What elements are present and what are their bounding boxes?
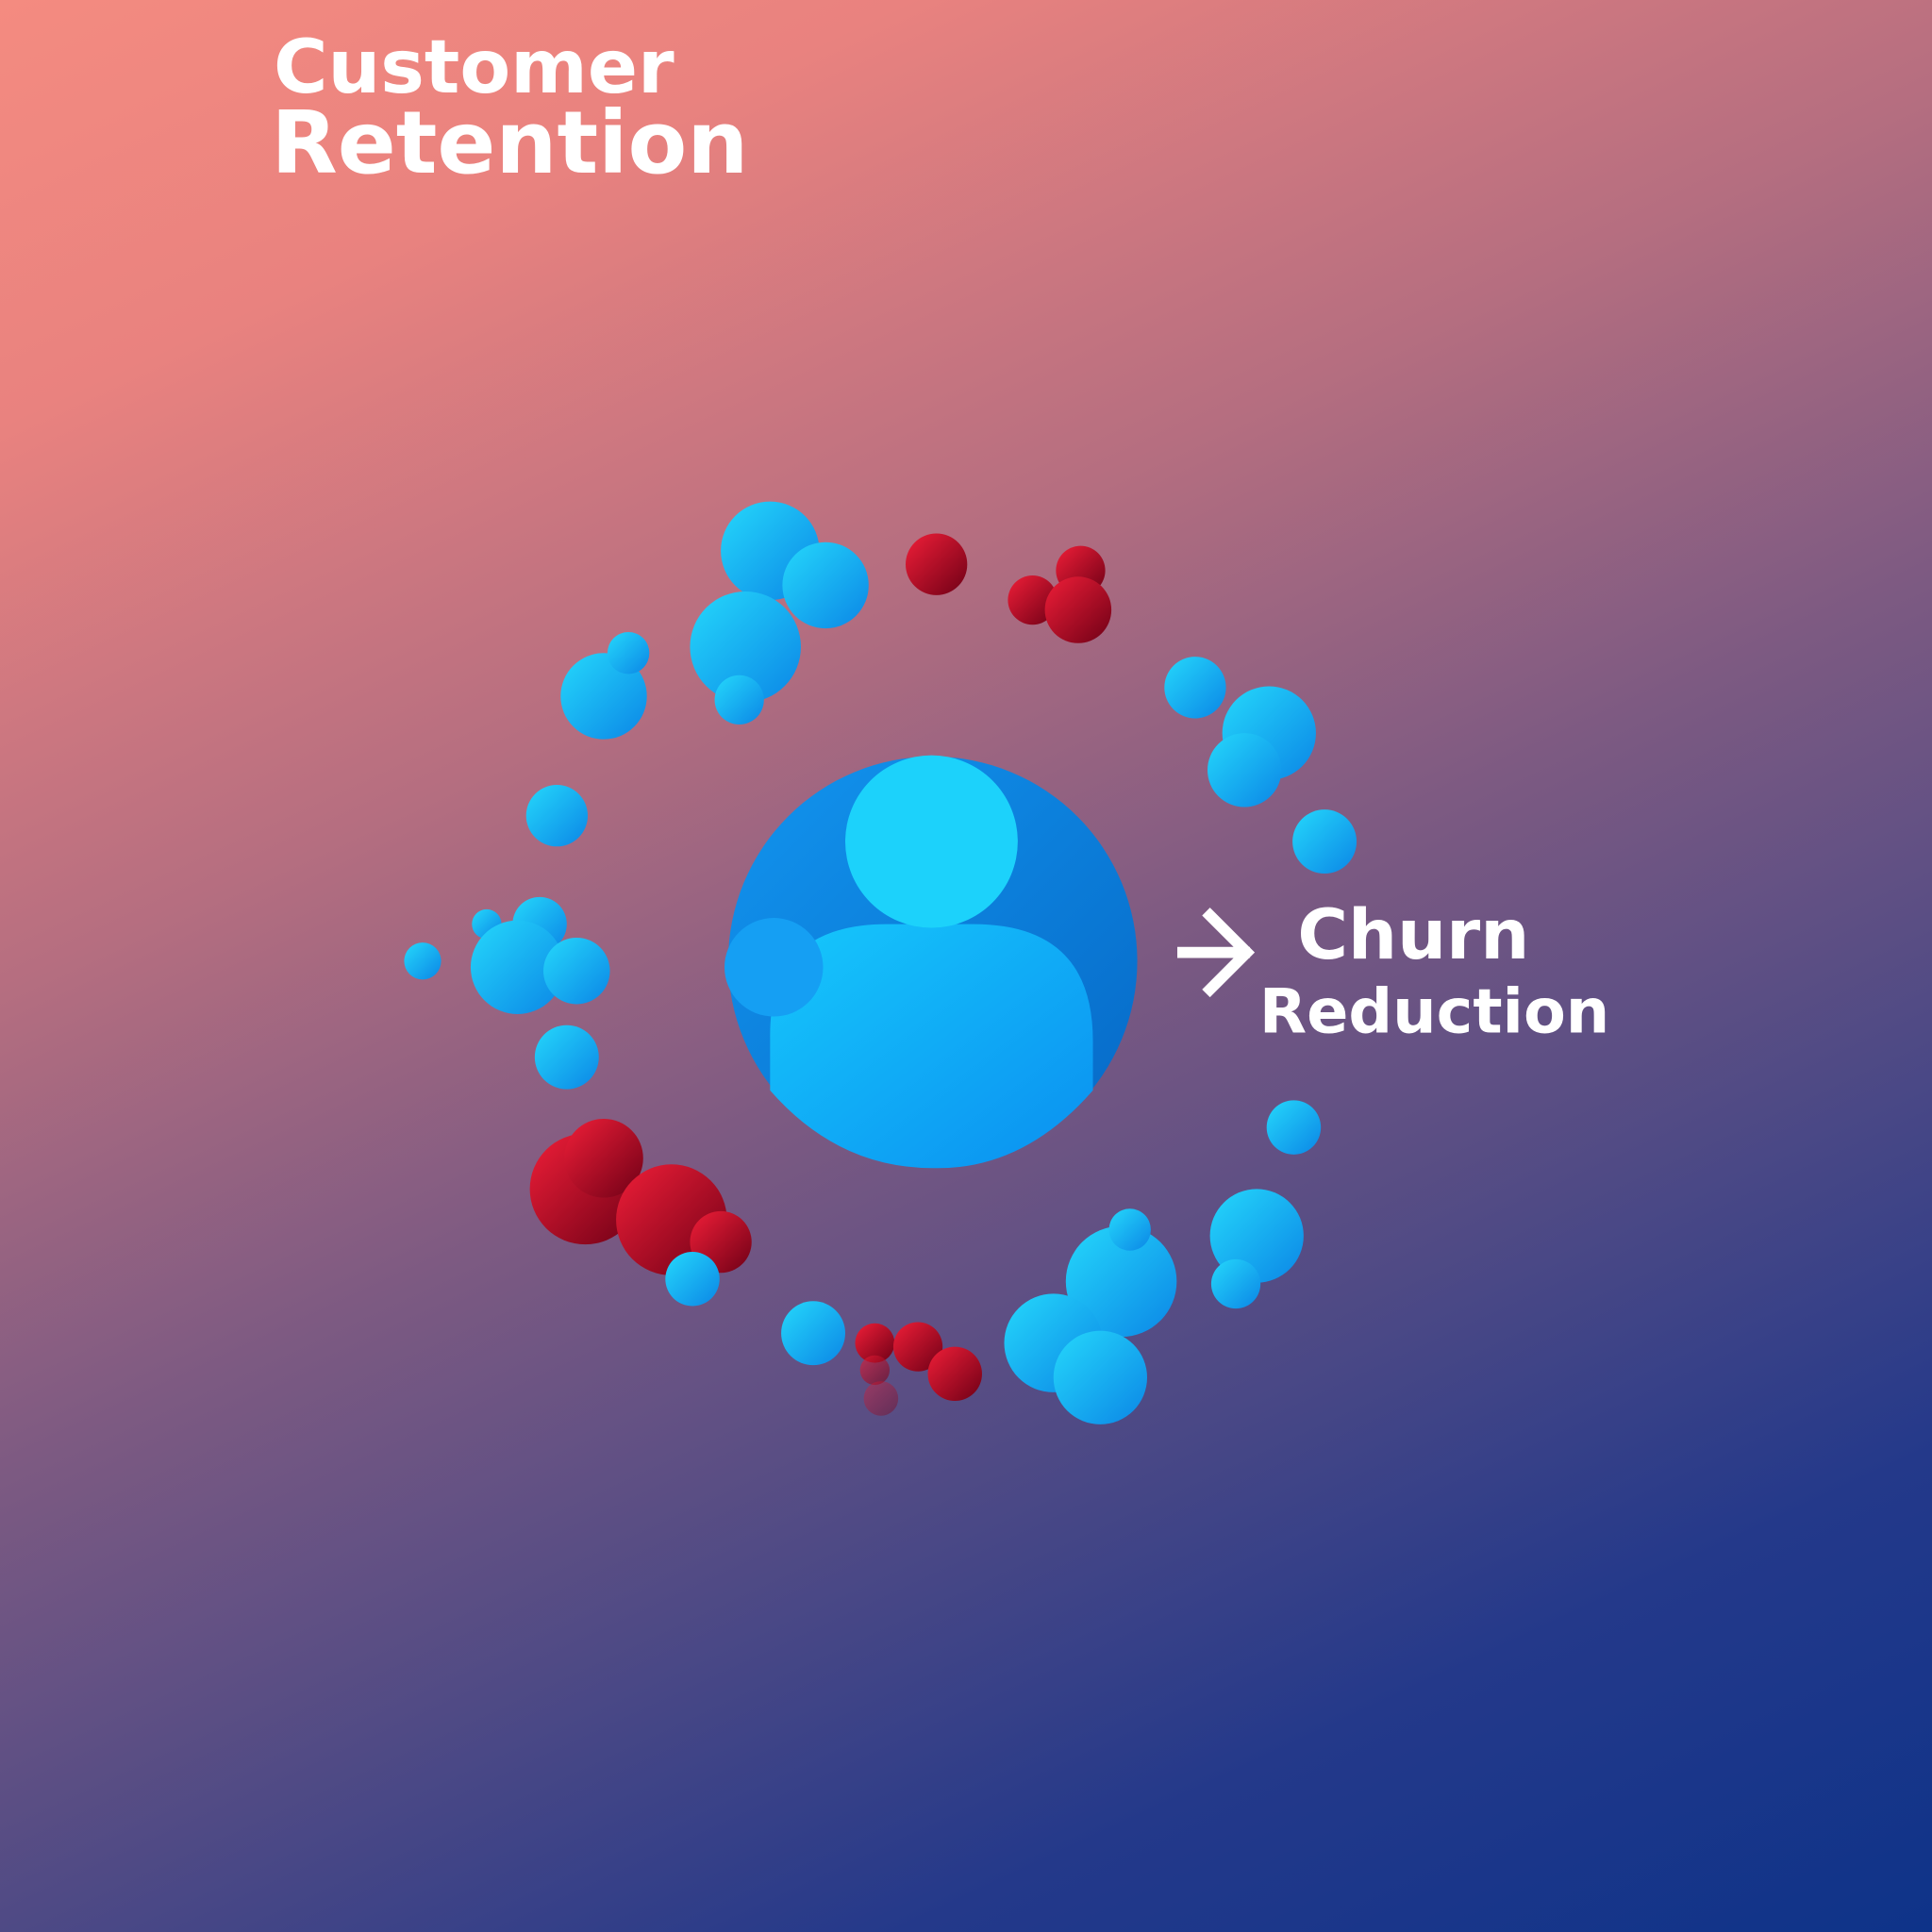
retained-customer-dot	[1208, 733, 1282, 808]
churned-customer-dot	[1008, 575, 1058, 625]
retained-customer-dot	[714, 675, 764, 724]
user-icon	[724, 755, 1138, 1169]
churned-customer-dot	[927, 1346, 982, 1402]
arrow-right-icon	[1177, 908, 1256, 998]
label-line-2: Reduction	[1259, 976, 1609, 1048]
retained-customer-dot	[1210, 1258, 1261, 1309]
churned-customer-dot	[859, 1355, 891, 1386]
retained-customer-dot	[470, 920, 565, 1014]
churned-customer-dot	[906, 533, 968, 595]
label-line-1: Churn	[1297, 895, 1529, 975]
retained-customer-dot	[781, 1301, 845, 1366]
churned-customer-dot	[892, 1322, 943, 1372]
retained-customer-dot	[543, 937, 610, 1005]
retained-customer-dot	[404, 942, 441, 980]
retained-customer-dot	[1266, 1100, 1322, 1155]
retained-customer-dot	[525, 785, 589, 847]
title-line-1: Customer	[274, 25, 675, 110]
title-line-2: Retention	[271, 92, 748, 193]
churned-customer-dot	[855, 1323, 895, 1363]
retained-customer-dot	[534, 1024, 599, 1090]
retained-customer-dot	[665, 1252, 720, 1307]
churned-customer-dot	[564, 1118, 643, 1198]
churned-customer-dot	[863, 1381, 899, 1416]
retained-customer-dot	[1292, 809, 1357, 874]
retained-customer-dot	[1164, 657, 1226, 719]
retained-customer-dot	[782, 541, 869, 629]
retained-customer-dot	[1053, 1330, 1147, 1424]
retained-customer-dot	[607, 632, 650, 675]
churned-customer-dot	[1044, 576, 1112, 643]
retained-customer-dot	[1065, 1225, 1177, 1338]
retained-customer-dot	[560, 653, 647, 740]
retained-customer-dot	[690, 591, 801, 703]
customer-dots	[404, 501, 1357, 1424]
retained-customer-dot	[1209, 1189, 1304, 1283]
retained-customer-dot	[1108, 1208, 1151, 1251]
